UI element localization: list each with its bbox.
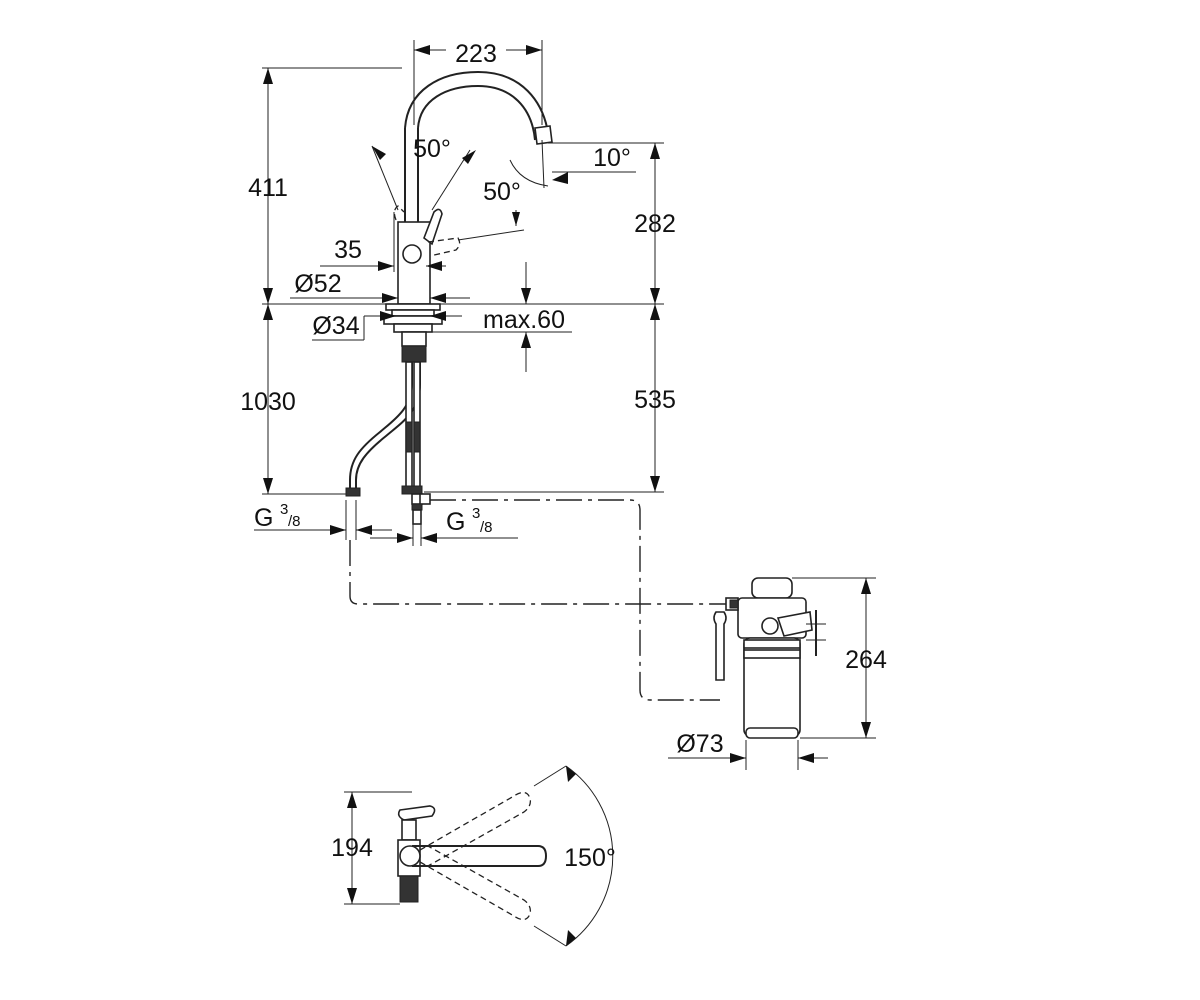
filter-knob: [761, 617, 779, 635]
lever-handle: [423, 208, 443, 246]
filter-hose: [713, 611, 727, 681]
faucet-dimensions: 223 411 282 50° 50° 10°: [240, 36, 676, 546]
spout-outer: [404, 70, 550, 141]
plan-dimensions: 194 150°: [331, 791, 616, 905]
dim-223: 223: [455, 40, 497, 68]
faucet-plan-view: [397, 765, 614, 947]
dim-swivel-angle: 150°: [564, 844, 616, 872]
lever-hub: [402, 244, 422, 264]
spout-tip: [534, 125, 553, 145]
connection-left-sup: 3: [280, 501, 288, 518]
filter-head: [751, 577, 793, 599]
hose-left: [349, 362, 413, 490]
dim-1030: 1030: [240, 388, 296, 416]
dim-lever-angle-down: 50°: [483, 178, 521, 206]
connection-right-sub: /8: [480, 519, 493, 536]
dim-hole-diameter: Ø34: [312, 312, 359, 340]
plan-lever: [397, 805, 436, 821]
plan-thread: [399, 875, 419, 903]
threaded-shank: [401, 345, 427, 363]
connection-right-sup: 3: [472, 505, 480, 522]
dim-35: 35: [334, 236, 362, 264]
dim-lever-angle-up: 50°: [413, 135, 451, 163]
dim-spout-tilt: 10°: [593, 144, 631, 172]
dim-base-diameter: Ø52: [294, 270, 341, 298]
connection-paths: [349, 499, 730, 701]
faucet-side-view: [345, 70, 553, 525]
plan-spout: [412, 845, 548, 867]
spout-inner: [417, 84, 536, 141]
dim-filter-diameter: Ø73: [676, 730, 723, 758]
dim-max-deck: max.60: [483, 306, 565, 334]
dim-535: 535: [634, 386, 676, 414]
connection-right: G: [446, 508, 465, 536]
base-flange: [385, 303, 441, 311]
connection-left-sub: /8: [288, 513, 301, 530]
filter-unit: [713, 577, 826, 739]
dim-282: 282: [634, 210, 676, 238]
dim-filter-height: 264: [845, 646, 887, 674]
connection-left: G: [254, 504, 273, 532]
filter-bracket: [776, 611, 813, 637]
dim-plan-depth: 194: [331, 834, 373, 862]
dim-411: 411: [248, 174, 288, 202]
filter-dimensions: 264 Ø73: [668, 577, 887, 770]
